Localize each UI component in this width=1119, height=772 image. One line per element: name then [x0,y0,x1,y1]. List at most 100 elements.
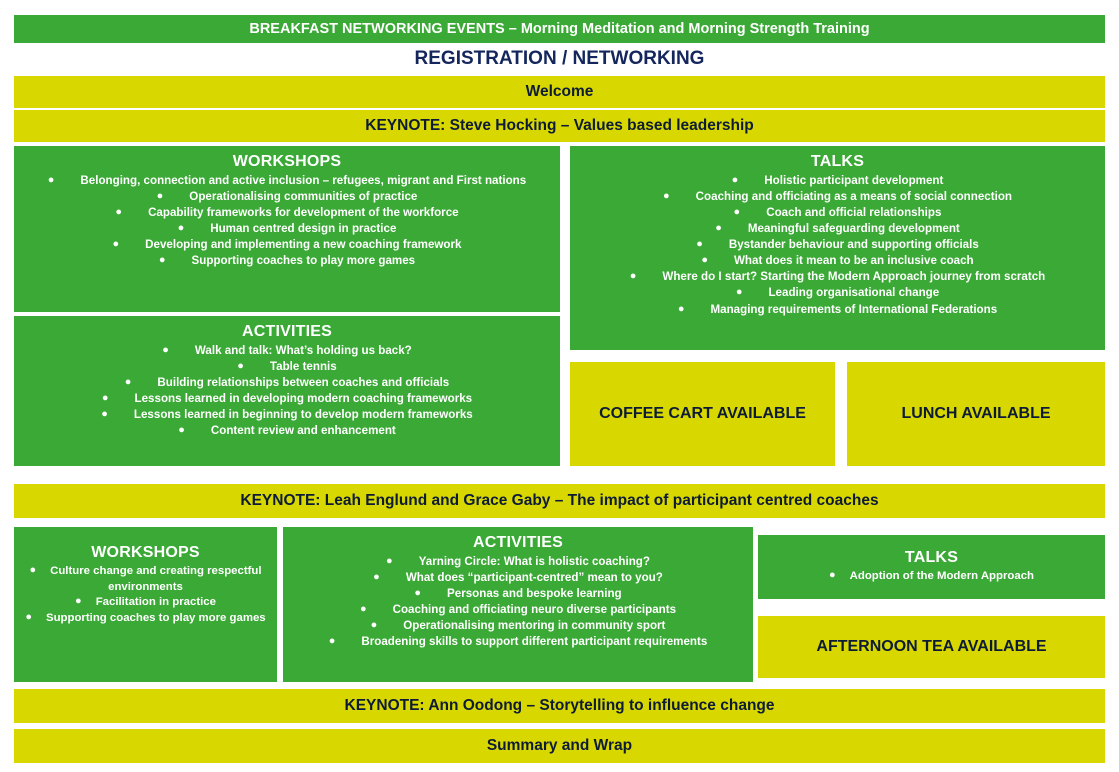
lunch-box: LUNCH AVAILABLE [847,362,1105,466]
list-item-label: Culture change and creating respectful e… [50,565,262,593]
list-item: ● Holistic participant development [576,173,1099,189]
list-item: ● Where do I start? Starting the Modern A… [576,269,1099,285]
list-item-label: Table tennis [269,360,337,374]
afternoon-activities-list: ●Yarning Circle: What is holistic coachi… [289,554,747,650]
morning-talks-heading: TALKS [810,153,865,170]
list-item: ●Yarning Circle: What is holistic coachi… [289,554,747,570]
afternoon-talks-panel: TALKS ● Adoption of the Modern Approach [758,535,1105,599]
bullet-icon: ● [75,595,82,607]
list-item: ● Coach and official relationships [576,205,1099,221]
list-item-label: What does it mean to be an inclusive coa… [733,254,974,268]
bullet-icon: ● [359,603,367,616]
list-item-label: Bystander behaviour and supporting offic… [728,238,979,252]
list-item-label: Coach and official relationships [766,206,942,220]
bullet-icon: ● [414,587,422,600]
list-item-label: Developing and implementing a new coachi… [145,238,462,252]
bullet-icon: ● [663,190,670,203]
list-item: ● Culture change and creating respectful … [20,564,271,595]
morning-talks-list: ●Holistic participant development ●Coach… [576,173,1099,318]
keynote-leah-englund-grace-gaby-row: KEYNOTE: Leah Englund and Grace Gaby – T… [14,484,1105,518]
list-item-label: Facilitation in practice [95,596,216,608]
list-item-label: Adoption of the Modern Approach [849,569,1034,582]
morning-activities-heading: ACTIVITIES [241,323,332,340]
list-item: ● Facilitation in practice [20,595,271,611]
list-item-label: Content review and enhancement [210,424,396,438]
afternoon-workshops-list: ● Culture change and creating respectful … [20,564,271,626]
list-item-label: Lessons learned in developing modern coa… [134,392,473,406]
list-item: ● Supporting coaches to play more games [20,253,554,269]
bullet-icon: ● [735,286,743,299]
bullet-icon: ● [829,568,836,581]
list-item-label: Meaningful safeguarding development [747,222,960,236]
list-item: ●Coaching and officiating as a means of … [576,189,1099,205]
bullet-icon: ● [731,174,739,186]
list-item: ● Personas and bespoke learning [289,586,747,602]
afternoon-activities-heading: ACTIVITIES [472,534,563,551]
bullet-icon: ● [677,302,685,315]
list-item: ● Building relationships between coaches … [20,375,554,391]
bullet-icon: ● [29,564,37,576]
bullet-icon: ● [328,635,336,648]
afternoon-workshops-panel: WORKSHOPS ●Culture change and creating r… [14,527,277,682]
coffee-cart-box: COFFEE CART AVAILABLE [570,362,835,466]
morning-workshops-heading: WORKSHOPS [232,153,342,170]
list-item: ● Content review and enhancement [20,423,554,439]
list-item: ● Operationalising communities of practic… [20,189,554,205]
breakfast-networking-banner: BREAKFAST NETWORKING EVENTS – Morning Me… [14,15,1105,43]
list-item: ● Broadening skills to support different … [289,634,747,650]
list-item: ●Operationalising mentoring in community… [289,618,747,634]
keynote-ann-oodong-row: KEYNOTE: Ann Oodong – Storytelling to in… [14,689,1105,723]
list-item: ●Belonging, connection and active inclus… [20,173,554,189]
keynote-steve-hocking-row: KEYNOTE: Steve Hocking – Values based le… [14,110,1105,142]
morning-activities-panel: ACTIVITIES ●Walk and talk: What’s holdin… [14,316,560,466]
bullet-icon: ● [629,270,637,283]
afternoon-talks-list: ● Adoption of the Modern Approach [764,569,1099,585]
morning-workshops-list: ● Belonging, connection and active inclus… [20,173,554,269]
list-item: ●Walk and talk: What’s holding us back? [20,343,554,359]
morning-activities-list: ●Walk and talk: What’s holding us back? … [20,343,554,439]
list-item: ● Developing and implementing a new coach… [20,237,554,253]
bullet-icon: ● [237,360,244,373]
list-item: ●Supporting coaches to play more games [20,611,271,627]
afternoon-talks-heading: TALKS [904,548,959,566]
registration-networking-row: REGISTRATION / NETWORKING [14,45,1105,73]
bullet-icon: ● [373,571,380,584]
list-item-label: What does “participant-centred” mean to … [405,571,663,585]
list-item: ● Adoption of the Modern Approach [764,569,1099,585]
bullet-icon: ● [115,206,123,219]
list-item-label: Holistic participant development [764,174,944,187]
bullet-icon: ● [112,238,120,251]
list-item-label: Coaching and officiating neuro diverse p… [392,603,677,617]
list-item-label: Operationalising communities of practice [189,190,418,204]
bullet-icon: ● [733,206,741,219]
bullet-icon: ● [156,190,164,203]
list-item: ● Coaching and officiating neuro diverse … [289,602,747,618]
bullet-icon: ● [178,424,185,437]
list-item: ● Capability frameworks for development o… [20,205,554,221]
list-item-label: Capability frameworks for development of… [148,206,459,220]
bullet-icon: ● [101,408,108,421]
bullet-icon: ● [177,222,185,235]
list-item-label: Supporting coaches to play more games [191,254,416,268]
list-item: ● What does “participant-centred” mean to… [289,570,747,586]
list-item-label: Broadening skills to support different p… [361,635,708,649]
list-item: ●Lessons learned in developing modern co… [20,391,554,407]
bullet-icon: ● [386,555,393,567]
morning-talks-panel: TALKS ●Holistic participant development … [570,146,1105,350]
list-item-label: Building relationships between coaches a… [157,376,450,390]
list-item: ● Meaningful safeguarding development [576,221,1099,237]
bullet-icon: ● [370,619,378,632]
list-item-label: Walk and talk: What’s holding us back? [194,344,412,357]
list-item-label: Belonging, connection and active inclusi… [80,174,527,187]
bullet-icon: ● [715,222,722,235]
list-item: ●Managing requirements of International … [576,302,1099,318]
bullet-icon: ● [158,254,166,267]
list-item-label: Personas and bespoke learning [447,587,622,601]
list-item: ●Human centred design in practice [20,221,554,237]
list-item-label: Where do I start? Starting the Modern Ap… [662,270,1046,284]
welcome-row: Welcome [14,76,1105,108]
list-item-label: Supporting coaches to play more games [46,611,266,624]
bullet-icon: ● [124,376,132,389]
bullet-icon: ● [701,254,708,267]
